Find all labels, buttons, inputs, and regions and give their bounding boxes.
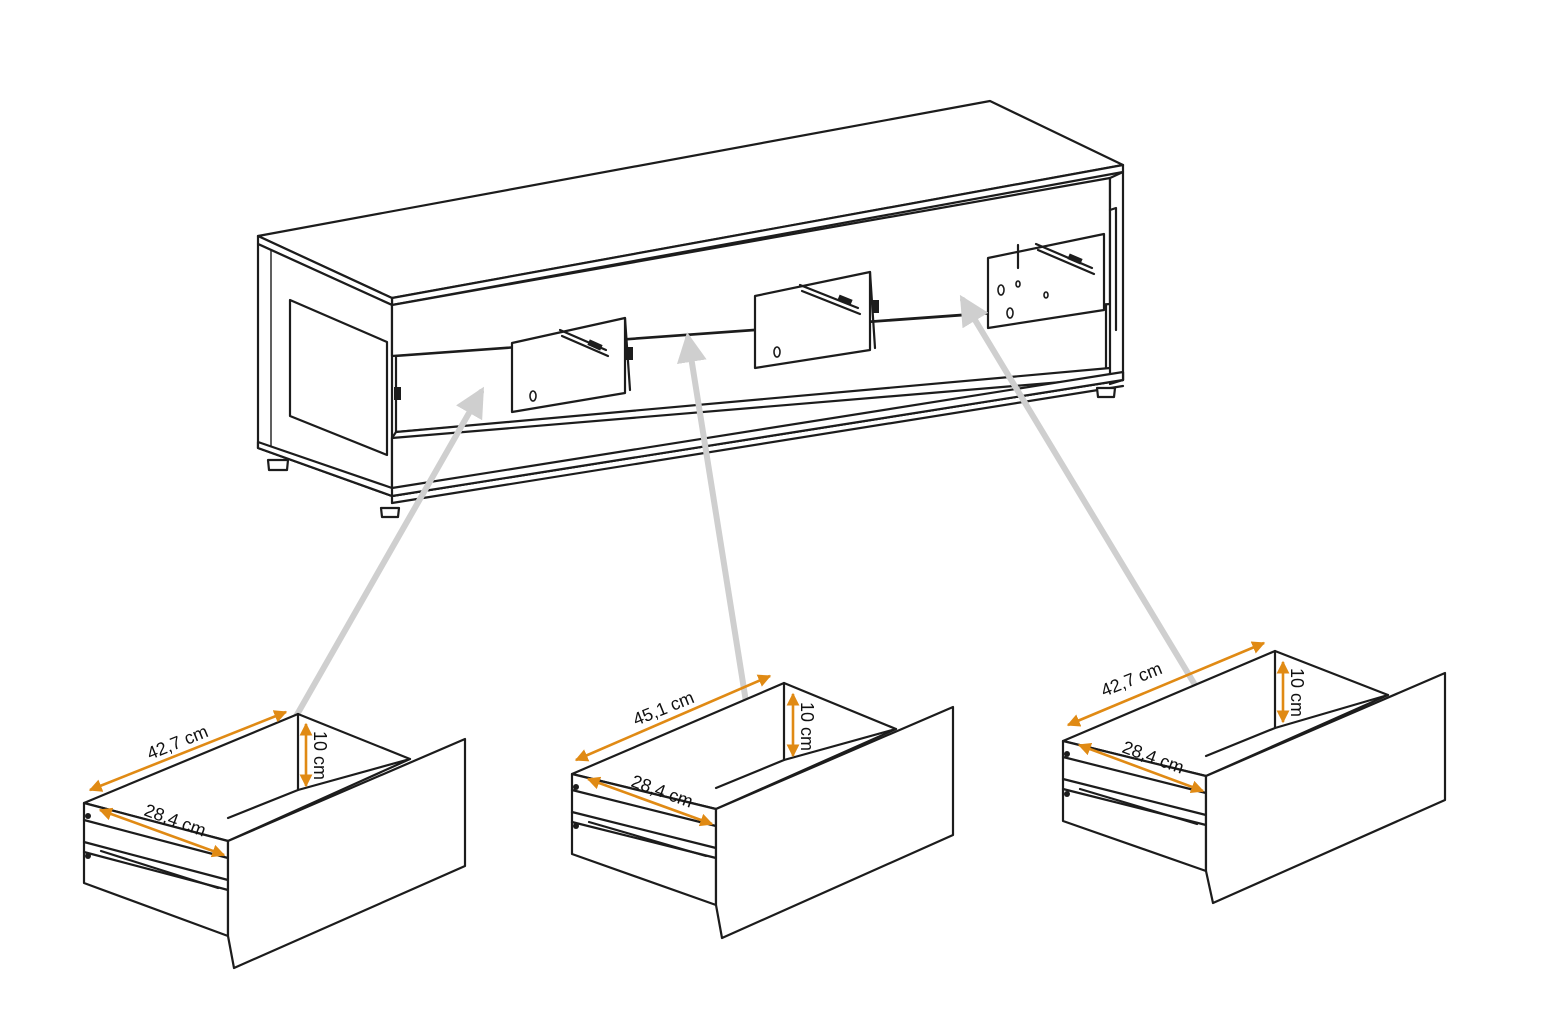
drawer-center-length-line bbox=[574, 674, 772, 762]
cabinet-foot-front-left bbox=[379, 506, 401, 519]
drawer-left-length-line bbox=[88, 710, 288, 792]
drawer-left-height-label: 10 cm bbox=[310, 731, 330, 780]
drawer-center bbox=[570, 681, 955, 940]
pointer-arrow-left bbox=[259, 386, 484, 779]
left-side-door bbox=[288, 298, 389, 457]
drawer-left-width-line bbox=[98, 807, 226, 858]
drawer-right-length-line bbox=[1066, 641, 1266, 727]
drawer-center-width-line bbox=[586, 776, 714, 827]
tv-stand-cabinet bbox=[256, 99, 1125, 519]
cabinet-foot-front-right bbox=[1095, 386, 1117, 399]
drawer-left bbox=[82, 712, 467, 970]
divider-1 bbox=[510, 316, 627, 414]
drawer-right-width-line bbox=[1077, 742, 1205, 794]
drawer-center-height-label: 10 cm bbox=[797, 702, 817, 751]
drawer-right-height-label: 10 cm bbox=[1287, 668, 1307, 717]
drawer-right-length-label: 42,7 cm bbox=[1098, 658, 1165, 701]
cabinet-foot-back-left bbox=[266, 458, 290, 472]
